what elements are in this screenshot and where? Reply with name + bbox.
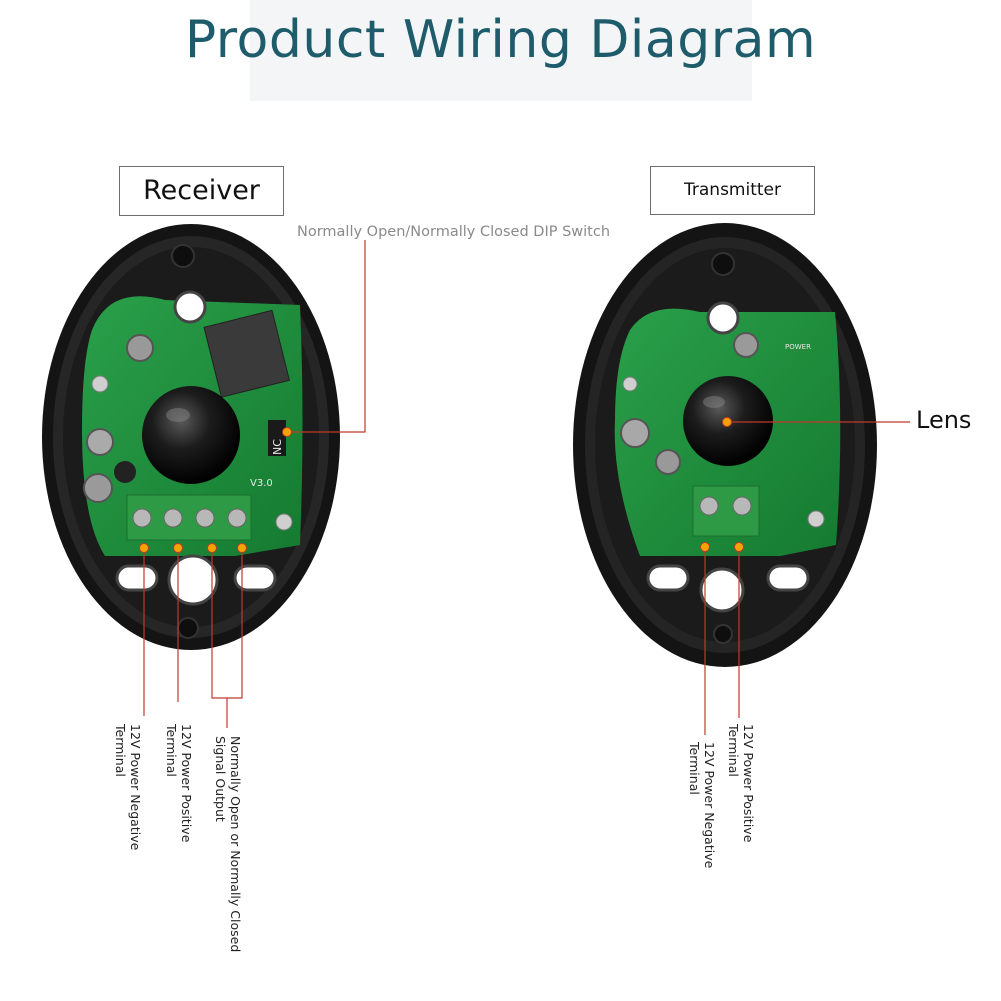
transmitter-terminal-dots (700, 417, 744, 552)
dip-switch-label: Normally Open/Normally Closed DIP Switch (297, 224, 611, 240)
version-mark: V3.0 (250, 478, 273, 489)
receiver-device: NC V3.0 (42, 224, 340, 650)
transmitter-leader-lines (704, 421, 910, 735)
receiver-leader-lines (143, 240, 366, 728)
receiver-lens (142, 386, 240, 484)
nc-mark: NC (271, 439, 284, 455)
transmitter-device: POWER (573, 223, 877, 667)
receiver-label: Receiver (119, 166, 284, 216)
power-mark: POWER (785, 343, 811, 351)
page-title: Product Wiring Diagram (184, 10, 817, 70)
lens-label: Lens (916, 406, 972, 434)
receiver-terminal-dots (139, 427, 292, 553)
transmitter-label: Transmitter (650, 166, 815, 215)
title-band (250, 0, 752, 101)
